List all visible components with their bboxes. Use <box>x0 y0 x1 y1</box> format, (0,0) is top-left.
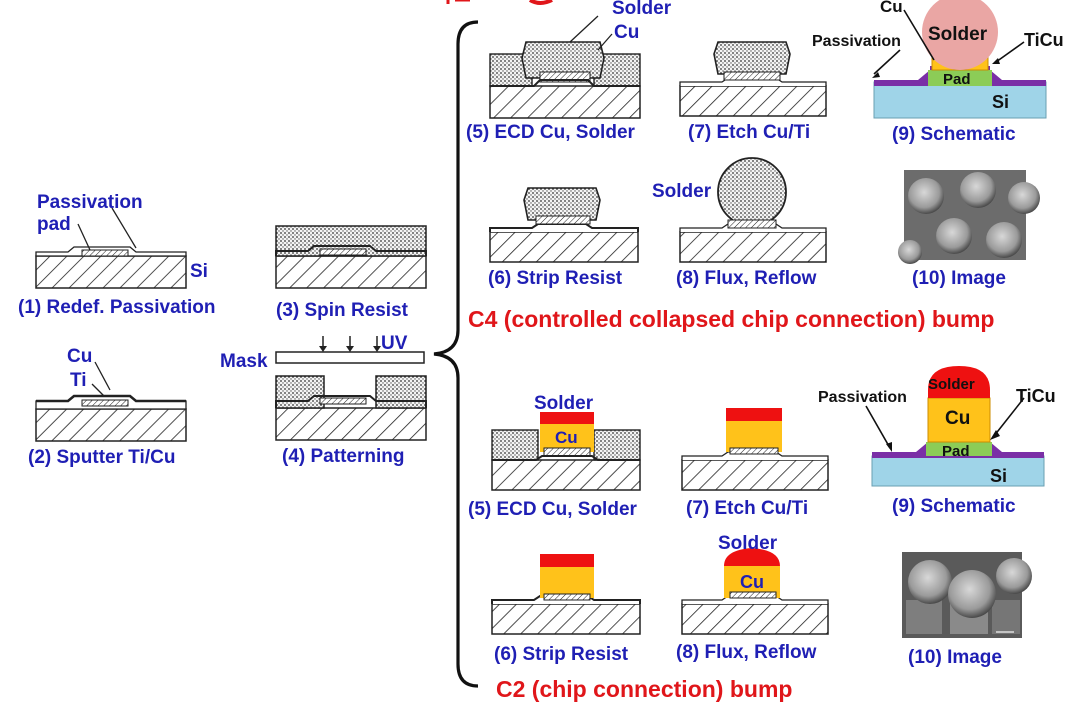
c4-step5-caption: (5) ECD Cu, Solder <box>466 122 636 143</box>
c4-step9-schematic <box>872 0 1047 119</box>
c2-step7-diagram <box>681 408 829 491</box>
c4-section-title: C4 (controlled collapsed chip connection… <box>468 306 994 332</box>
c2-step5-label-cu: Cu <box>555 428 578 447</box>
c2-step9-label-passivation: Passivation <box>818 389 907 406</box>
step3-caption: (3) Spin Resist <box>276 300 409 321</box>
step1-diagram <box>35 207 187 289</box>
step4-label-uv: UV <box>381 333 408 354</box>
c2-step5-diagram <box>491 412 641 491</box>
c2-step6-caption: (6) Strip Resist <box>494 644 629 665</box>
c2-step8-label-cu: Cu <box>740 572 764 592</box>
c4-step5-label-solder: Solder <box>612 0 672 19</box>
c4-step9-label-passivation: Passivation <box>812 33 901 50</box>
c4-step7-caption: (7) Etch Cu/Ti <box>688 122 810 143</box>
branch-brace <box>433 20 479 688</box>
c2-step9-label-pad: Pad <box>942 443 970 460</box>
c4-step8-caption: (8) Flux, Reflow <box>676 268 817 289</box>
c2-step8-caption: (8) Flux, Reflow <box>676 642 817 663</box>
step1-label-si: Si <box>190 261 208 282</box>
c4-step5-diagram <box>489 15 641 119</box>
step4-label-mask: Mask <box>220 351 268 372</box>
c2-step9-label-ticu: TiCu <box>1016 386 1056 406</box>
c2-step5-label-solder: Solder <box>534 393 594 414</box>
c4-step9-caption: (9) Schematic <box>892 124 1016 145</box>
c2-step9-label-cu: Cu <box>945 408 970 429</box>
c4-step5-label-cu: Cu <box>614 22 639 43</box>
c4-step6-diagram <box>489 187 639 263</box>
c4-step9-label-pad: Pad <box>943 71 971 88</box>
c4-step9-label-solder: Solder <box>928 24 988 45</box>
title-fragment-top <box>446 0 553 5</box>
c4-step6-caption: (6) Strip Resist <box>488 268 623 289</box>
step1-label-pad: pad <box>37 214 71 235</box>
step4-diagram <box>275 336 427 441</box>
c2-step10-sem-image <box>902 552 1032 638</box>
c2-step9-label-solder: Solder <box>928 376 975 393</box>
step2-diagram <box>35 361 187 442</box>
step3-diagram <box>275 225 427 289</box>
c4-step10-sem-image <box>898 170 1040 264</box>
step2-label-cu: Cu <box>67 346 92 367</box>
c2-step8-diagram <box>681 548 829 635</box>
c2-step10-caption: (10) Image <box>908 647 1002 668</box>
c2-step9-schematic <box>865 366 1045 487</box>
c4-step10-caption: (10) Image <box>912 268 1006 289</box>
c4-step9-label-si: Si <box>992 92 1009 112</box>
c2-step7-caption: (7) Etch Cu/Ti <box>686 498 808 519</box>
c4-step9-label-cu: Cu <box>880 0 903 16</box>
c2-step9-caption: (9) Schematic <box>892 496 1016 517</box>
c4-step9-label-ticu: TiCu <box>1024 30 1064 50</box>
step2-label-ti: Ti <box>70 370 87 391</box>
c4-step8-diagram <box>679 157 827 263</box>
c2-step6-diagram <box>491 554 641 635</box>
step4-caption: (4) Patterning <box>282 446 404 467</box>
c2-section-title: C2 (chip connection) bump <box>496 676 792 702</box>
c4-step7-diagram <box>679 41 827 117</box>
c2-step5-caption: (5) ECD Cu, Solder <box>468 499 638 520</box>
c2-step8-label-solder: Solder <box>718 533 778 554</box>
step2-caption: (2) Sputter Ti/Cu <box>28 447 175 468</box>
c2-step9-label-si: Si <box>990 466 1007 486</box>
c4-step8-label-solder: Solder <box>652 181 712 202</box>
step1-caption: (1) Redef. Passivation <box>18 297 215 318</box>
step1-label-passivation: Passivation <box>37 192 143 213</box>
